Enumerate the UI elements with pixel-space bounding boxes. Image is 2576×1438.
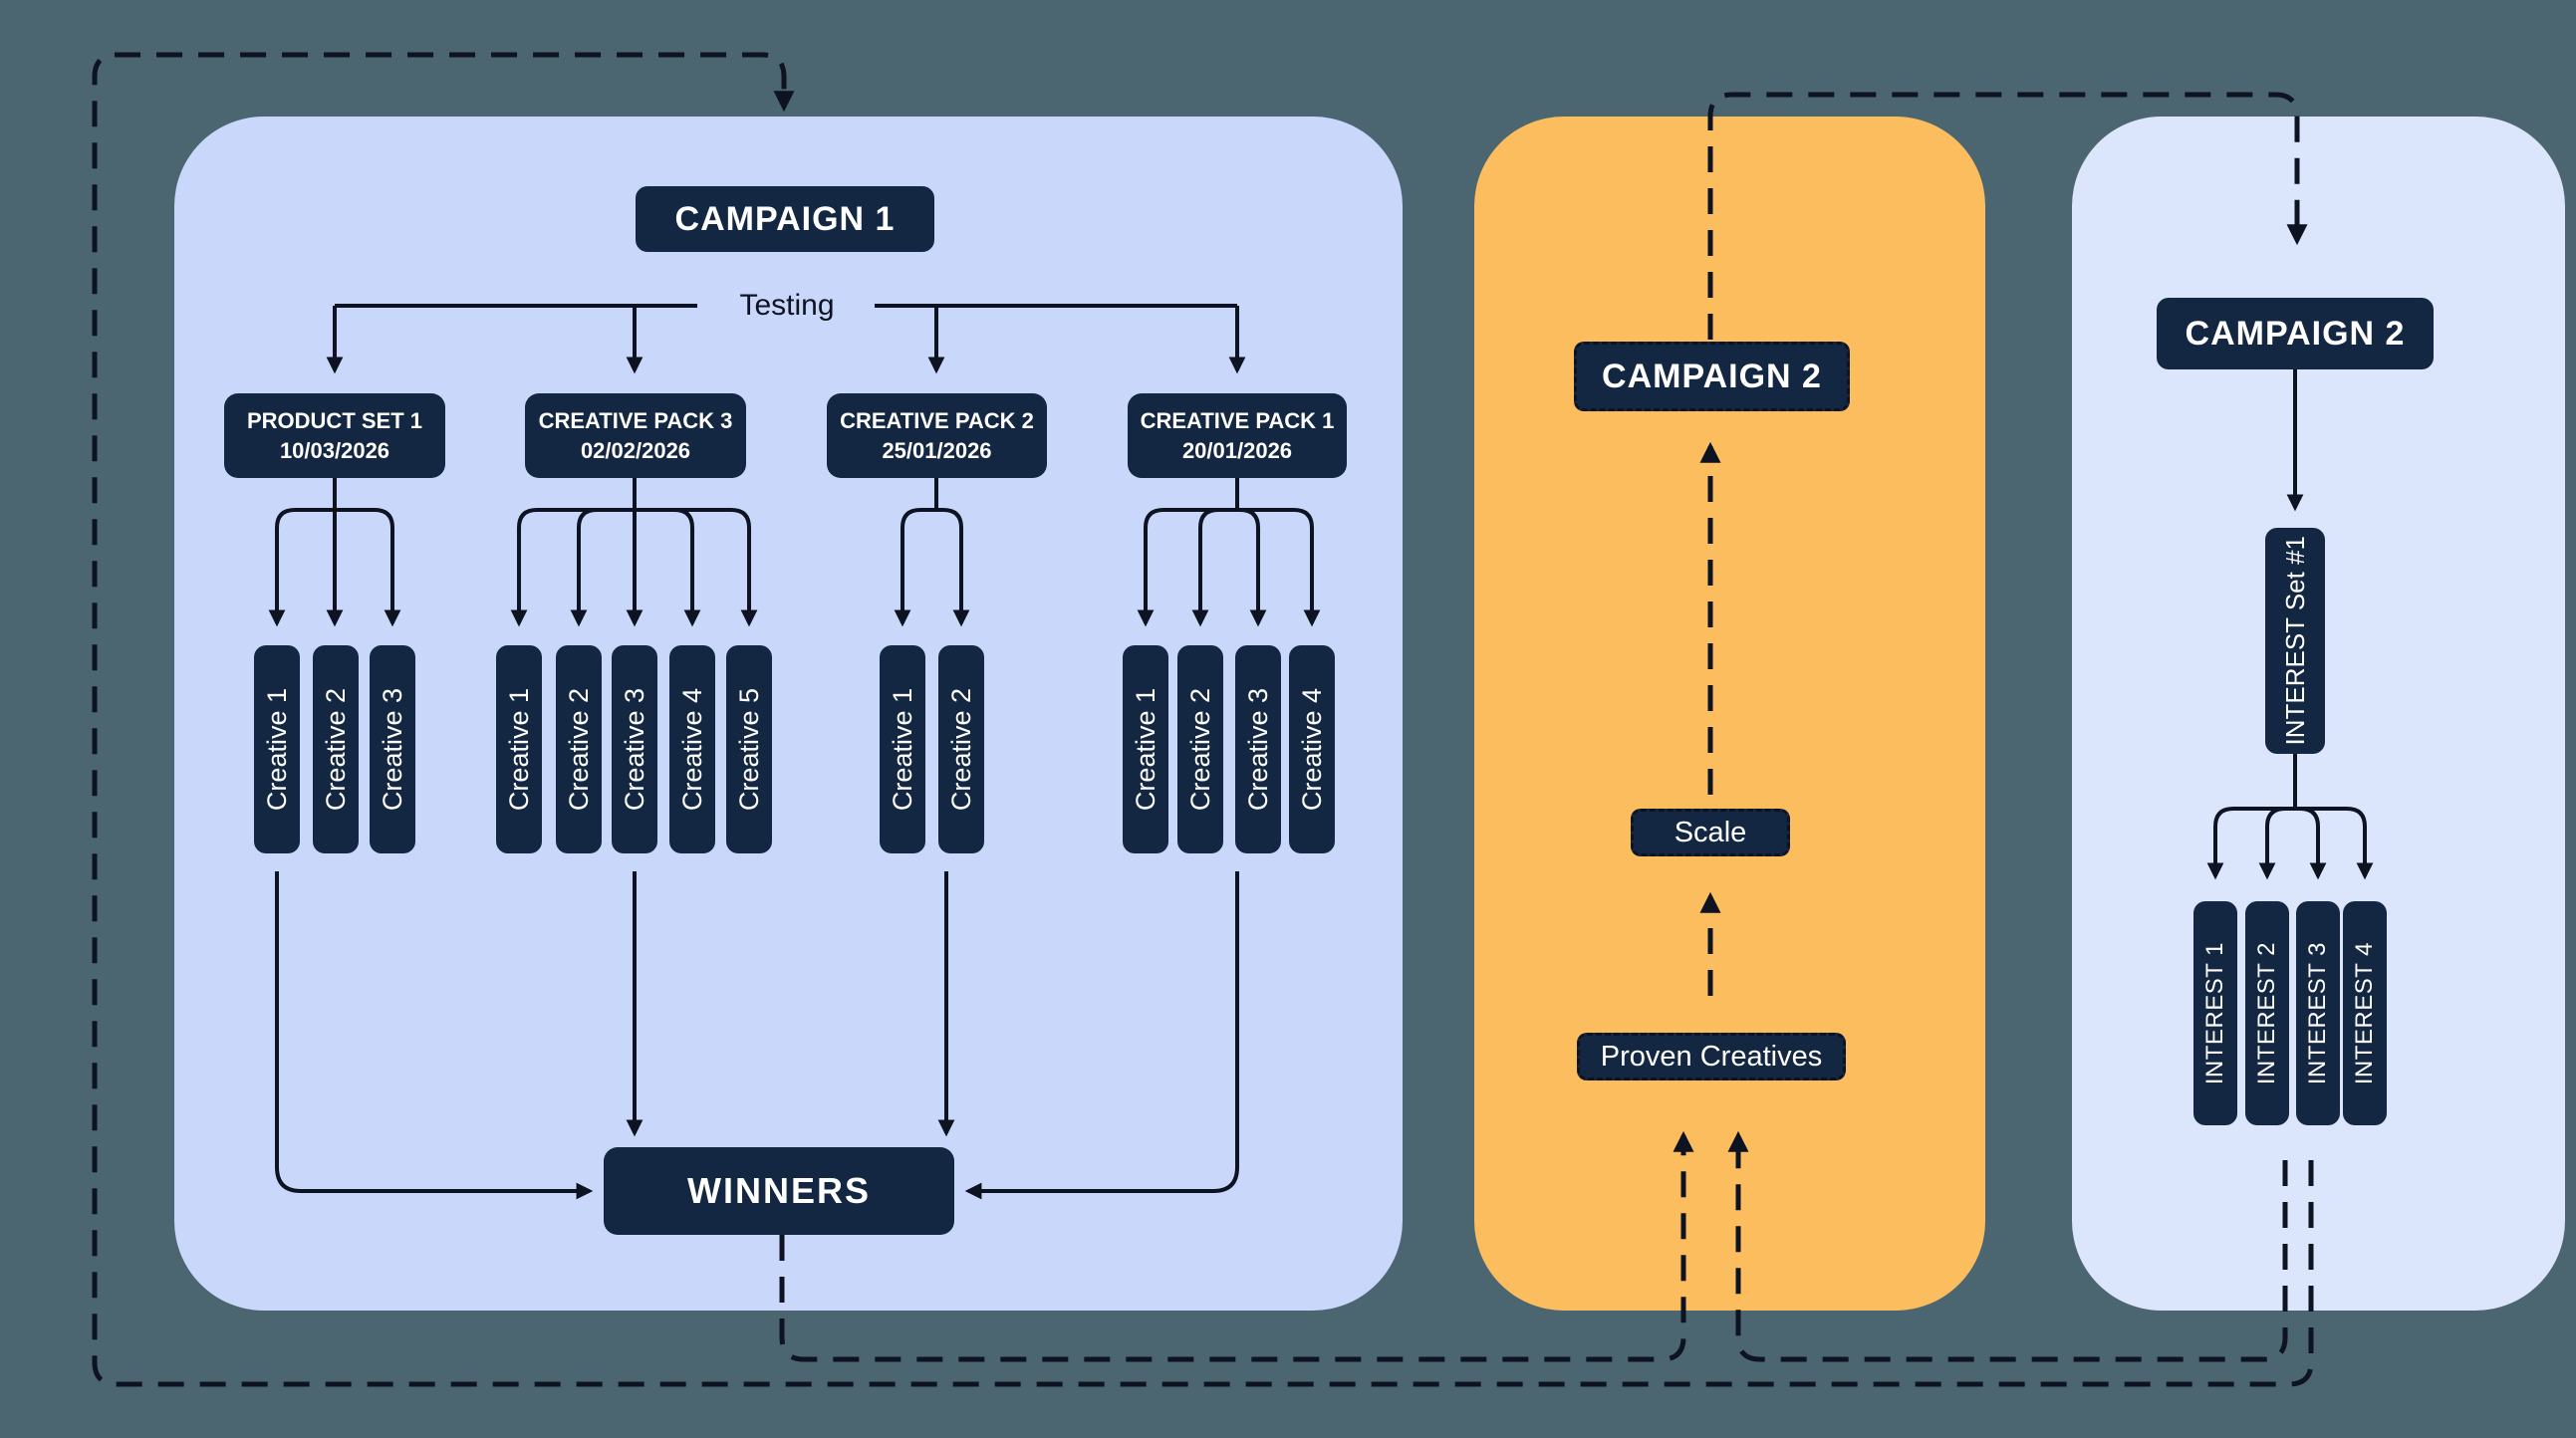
interest-node: INTEREST 4 xyxy=(2343,901,2387,1125)
interest-label: INTEREST 1 xyxy=(2201,941,2228,1085)
product-set-1-node: PRODUCT SET 1 10/03/2026 xyxy=(224,393,445,478)
creative-pack-3-date: 02/02/2026 xyxy=(580,437,691,463)
creative-label: Creative 4 xyxy=(1296,687,1327,812)
creative-pack-3-node: CREATIVE PACK 3 02/02/2026 xyxy=(525,393,746,478)
creative-node: Creative 2 xyxy=(1177,645,1223,853)
creative-label: Creative 2 xyxy=(1184,687,1215,812)
creative-node: Creative 1 xyxy=(1123,645,1168,853)
scaling-panel xyxy=(1474,117,1985,1311)
creative-node: Creative 3 xyxy=(1235,645,1281,853)
scaling-campaign2-label: CAMPAIGN 2 xyxy=(1602,357,1822,395)
scale-label: Scale xyxy=(1674,816,1747,848)
winners-label: WINNERS xyxy=(687,1170,871,1211)
creative-pack-2-title: CREATIVE PACK 2 xyxy=(840,407,1034,433)
creative-label: Creative 4 xyxy=(676,687,707,812)
creative-label: Creative 2 xyxy=(563,687,594,812)
creative-node: Creative 5 xyxy=(726,645,772,853)
campaign1-title: CAMPAIGN 1 xyxy=(636,186,934,252)
winners-node: WINNERS xyxy=(604,1147,954,1235)
campaign2-to-campaign2-dashed xyxy=(1707,92,2308,340)
creative-node: Creative 2 xyxy=(938,645,984,853)
proven-creatives-label: Proven Creatives xyxy=(1600,1040,1823,1073)
interest-set-label: INTEREST Set #1 xyxy=(2279,536,2310,746)
interests-to-proven-dashed xyxy=(1727,1130,2288,1362)
creative-pack-3-title: CREATIVE PACK 3 xyxy=(538,407,733,433)
creative-pack-1-node: CREATIVE PACK 1 20/01/2026 xyxy=(1128,393,1347,478)
creative-label: Creative 1 xyxy=(503,687,534,812)
interest-node: INTEREST 3 xyxy=(2296,901,2340,1125)
proven-creatives-node: Proven Creatives xyxy=(1577,1033,1846,1080)
creative-node: Creative 2 xyxy=(313,645,359,853)
creative-label: Creative 2 xyxy=(320,687,351,812)
creative-node: Creative 3 xyxy=(612,645,657,853)
creative-pack-2-date: 25/01/2026 xyxy=(882,437,992,463)
loop-back-to-campaign1-dashed xyxy=(92,52,2314,1387)
interest-node: INTEREST 1 xyxy=(2193,901,2237,1125)
creative-node: Creative 1 xyxy=(880,645,925,853)
creative-pack-1-date: 20/01/2026 xyxy=(1181,437,1293,463)
interest-label: INTEREST 4 xyxy=(2351,941,2378,1085)
creative-label: Creative 1 xyxy=(261,687,292,812)
creative-label: Creative 5 xyxy=(733,687,764,812)
creative-node: Creative 2 xyxy=(556,645,602,853)
interest-node: INTEREST 2 xyxy=(2245,901,2289,1125)
interest-label: INTEREST 3 xyxy=(2304,941,2331,1085)
product-set-1-date: 10/03/2026 xyxy=(279,437,390,463)
interest-label: INTEREST 2 xyxy=(2253,941,2280,1085)
campaign2-title: CAMPAIGN 2 xyxy=(2157,298,2434,369)
creative-node: Creative 4 xyxy=(669,645,715,853)
creative-label: Creative 3 xyxy=(1242,687,1273,812)
winners-to-proven-dashed xyxy=(779,1130,1694,1362)
creative-label: Creative 3 xyxy=(619,687,649,812)
creative-pack-2-node: CREATIVE PACK 2 25/01/2026 xyxy=(827,393,1047,478)
campaign2-title-label: CAMPAIGN 2 xyxy=(2185,314,2406,353)
creative-node: Creative 3 xyxy=(370,645,415,853)
creative-node: Creative 4 xyxy=(1289,645,1335,853)
testing-label: Testing xyxy=(739,289,835,322)
product-set-1-title: PRODUCT SET 1 xyxy=(246,407,423,433)
creative-node: Creative 1 xyxy=(254,645,300,853)
scaling-campaign2-node: CAMPAIGN 2 xyxy=(1574,342,1850,411)
scale-node: Scale xyxy=(1631,809,1790,856)
creative-label: Creative 1 xyxy=(887,687,917,812)
creative-label: Creative 3 xyxy=(377,687,407,812)
creative-label: Creative 1 xyxy=(1130,687,1160,812)
creative-node: Creative 1 xyxy=(496,645,542,853)
creative-label: Creative 2 xyxy=(945,687,976,812)
creative-pack-1-title: CREATIVE PACK 1 xyxy=(1140,407,1335,433)
campaign1-title-label: CAMPAIGN 1 xyxy=(674,199,896,238)
interest-set-node: INTEREST Set #1 xyxy=(2265,528,2325,754)
